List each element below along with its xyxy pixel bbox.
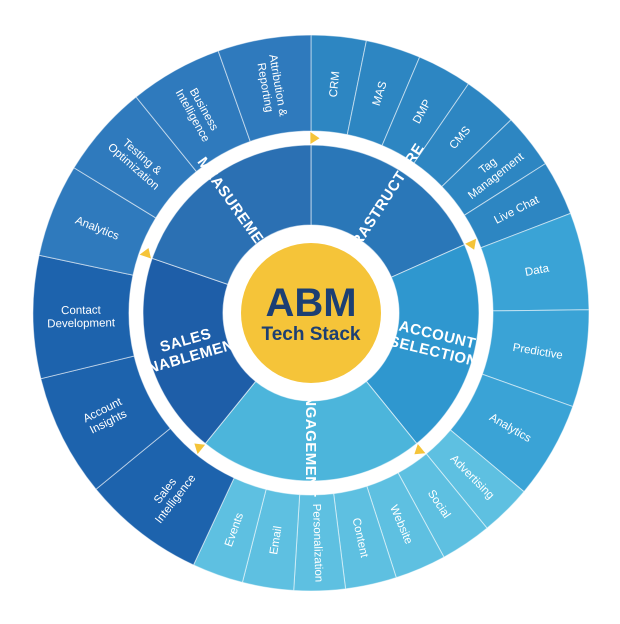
ring-arrows (139, 132, 477, 455)
label-contact-development-sales-enablement: ContactDevelopment (47, 304, 116, 330)
label-line: Contact (61, 305, 102, 318)
inner-segment-sales-enablement (142, 257, 257, 445)
segment-attribution-and-reporting (217, 34, 312, 143)
center-hub (241, 243, 381, 383)
inner-segment-infrastructure (310, 144, 466, 278)
label-line: Personalization (310, 503, 324, 582)
arrow-marker-2 (465, 238, 477, 250)
arrow-marker-3 (414, 443, 426, 455)
arrow-marker-1 (310, 132, 320, 145)
label-line: Development (47, 317, 116, 330)
category-label-line: ENGAGEMENT (302, 385, 319, 498)
inner-segment-measurement (151, 144, 312, 285)
center-subtitle: Tech Stack (262, 324, 361, 345)
label-line: Data (524, 262, 551, 278)
label-email-engagement: Email (268, 525, 284, 555)
inner-ring: INFRASTRUCTUREACCOUNTSELECTIONENGAGEMENT… (136, 140, 480, 498)
center-title: ABM (265, 281, 356, 325)
label-line: CRM (328, 71, 343, 98)
arrow-marker-5 (139, 248, 152, 259)
label-personalization-engagement: Personalization (310, 503, 324, 582)
inner-segment-account-selection (365, 244, 480, 445)
arrow-marker-4 (194, 443, 206, 455)
label-crm-infrastructure: CRM (328, 71, 343, 98)
category-label-engagement: ENGAGEMENT (302, 385, 319, 498)
inner-segment-engagement (204, 380, 418, 482)
label-line: Email (268, 525, 284, 555)
label-data-account-selection: Data (524, 262, 551, 278)
